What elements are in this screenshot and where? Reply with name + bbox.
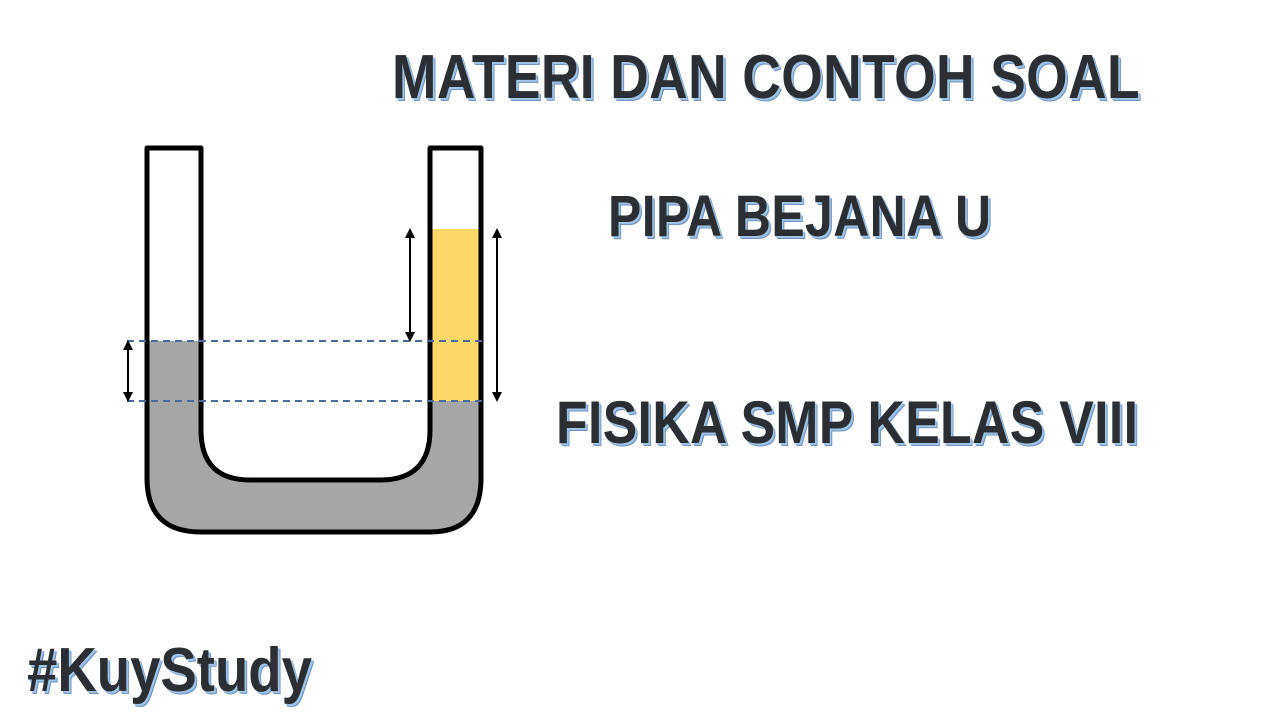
level-title: FISIKA SMP KELAS VIII [556,389,1139,456]
dense-liquid [147,341,481,532]
main-title: MATERI DAN CONTOH SOAL [392,43,1141,112]
u-tube-outline [144,145,484,535]
light-liquid [430,229,481,401]
hashtag-label: #KuyStudy [27,636,312,705]
topic-title: PIPA BEJANA U [608,184,992,249]
